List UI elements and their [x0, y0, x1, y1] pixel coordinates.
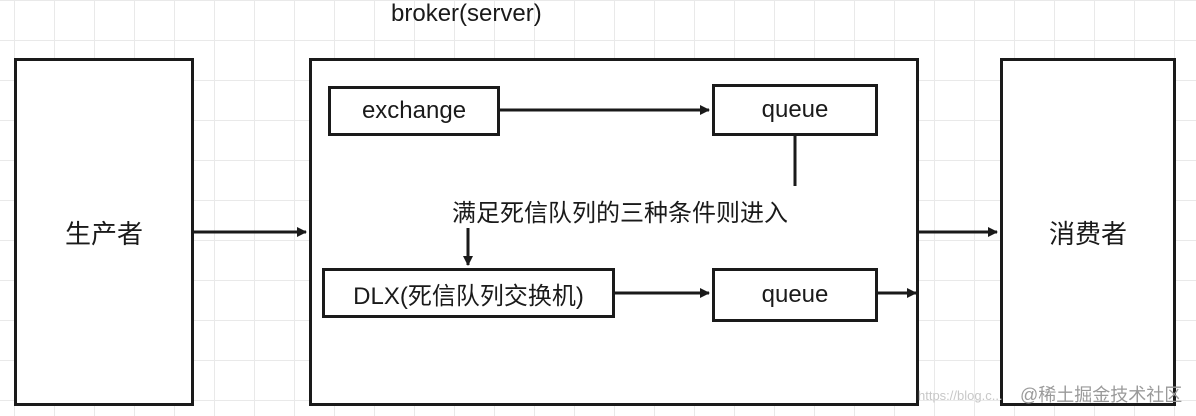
- watermark-url: https://blog.c...: [918, 388, 1003, 403]
- broker-title: broker(server): [391, 0, 542, 27]
- producer-box: 生产者: [14, 58, 194, 406]
- queue-top-label: queue: [761, 96, 829, 123]
- producer-label: 生产者: [64, 218, 143, 249]
- consumer-box: 消费者: [1000, 58, 1176, 406]
- condition-text: 满足死信队列的三种条件则进入: [448, 193, 792, 228]
- exchange-box: exchange: [328, 86, 500, 136]
- consumer-label: 消费者: [1048, 218, 1127, 249]
- queue-bottom-box: queue: [712, 268, 878, 322]
- queue-top-box: queue: [712, 84, 878, 136]
- watermark-site: @稀土掘金技术社区: [1020, 385, 1183, 405]
- queue-bottom-label: queue: [761, 281, 829, 308]
- exchange-label: exchange: [361, 97, 467, 124]
- dlx-label: DLX(死信队列交换机): [353, 282, 584, 310]
- dlx-box: DLX(死信队列交换机): [322, 268, 615, 318]
